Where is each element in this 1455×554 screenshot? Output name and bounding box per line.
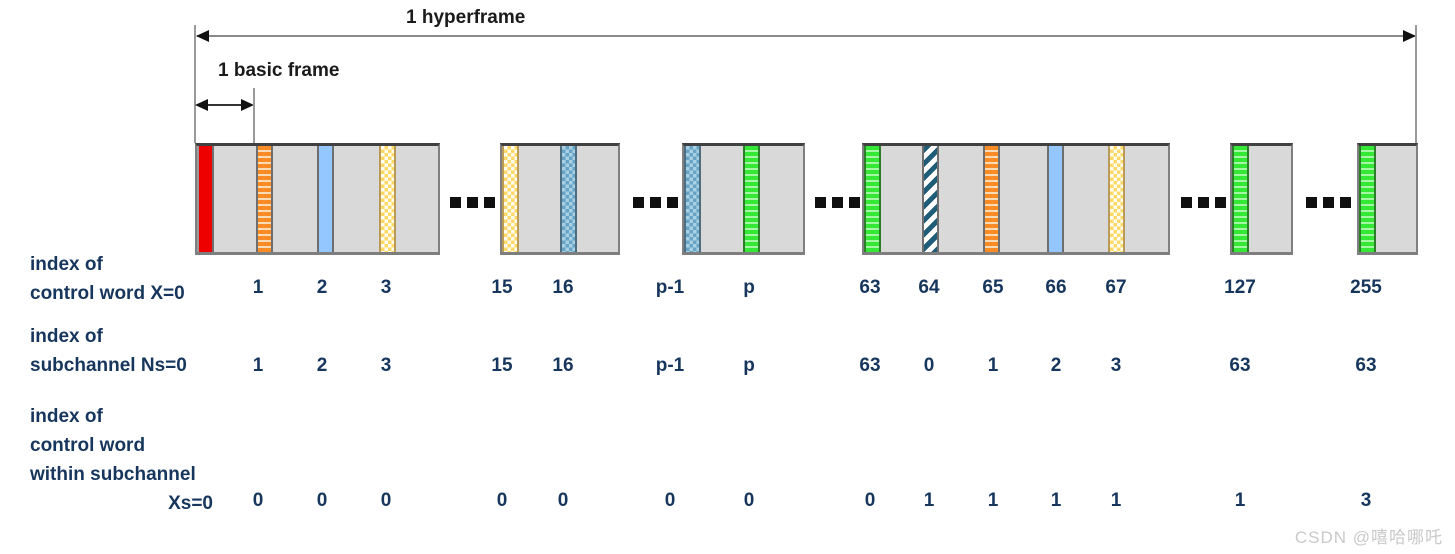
- stripe-blue-check: [684, 146, 701, 252]
- index-within-value: 0: [864, 490, 876, 511]
- basic-frame-group: [500, 143, 620, 255]
- index-subchannel-value: 63: [1229, 355, 1251, 376]
- row-label-line: Xs=0: [168, 493, 213, 514]
- basic-frame-group: [1230, 143, 1293, 255]
- stripe-orange: [983, 146, 1000, 252]
- row-label-line: index of: [30, 406, 103, 427]
- ellipsis-dots: [450, 197, 495, 208]
- row-label-line: index of: [30, 254, 103, 275]
- index-control-word-value: 66: [1045, 277, 1067, 298]
- index-within-value: 0: [380, 490, 392, 511]
- index-control-word-value: 16: [552, 277, 574, 298]
- stripe-red: [197, 146, 214, 252]
- row-label-line: subchannel Ns=0: [30, 355, 187, 376]
- index-within-value: 0: [664, 490, 676, 511]
- ellipsis-dots: [1181, 197, 1226, 208]
- index-within-value: 1: [1110, 490, 1122, 511]
- index-control-word-value: 65: [982, 277, 1004, 298]
- index-within-value: 0: [496, 490, 508, 511]
- index-control-word-value: 1: [252, 277, 264, 298]
- basic-frame-label: 1 basic frame: [218, 60, 340, 81]
- stripe-green: [864, 146, 881, 252]
- hyperframe-right-boundary-line: [1415, 25, 1417, 143]
- watermark: CSDN @嘻哈哪吒: [1294, 528, 1443, 547]
- stripe-yellow: [1108, 146, 1125, 252]
- index-subchannel-value: 3: [380, 355, 392, 376]
- index-control-word-value: 67: [1105, 277, 1127, 298]
- row-label-line: index of: [30, 326, 103, 347]
- index-subchannel-value: 2: [1050, 355, 1062, 376]
- index-control-word-value: 63: [859, 277, 881, 298]
- index-subchannel-value: p: [743, 355, 755, 376]
- hyperframe-left-boundary-line: [194, 25, 196, 143]
- row-label-within-subchannel: index of control word within subchannel …: [30, 402, 213, 518]
- basic-frame-arrowhead-right: [241, 99, 254, 111]
- stripe-diagonal-blue: [922, 146, 939, 252]
- row-label-control-word: index of control word X=0: [30, 250, 185, 308]
- index-within-value: 0: [743, 490, 755, 511]
- index-control-word-value: 3: [380, 277, 392, 298]
- index-within-value: 0: [252, 490, 264, 511]
- row-label-line: control word: [30, 435, 146, 456]
- ellipsis-dots: [1306, 197, 1351, 208]
- index-subchannel-value: 16: [552, 355, 574, 376]
- index-control-word-value: 64: [918, 277, 940, 298]
- index-control-word-value: 2: [316, 277, 328, 298]
- stripe-orange: [256, 146, 273, 252]
- index-within-value: 1: [923, 490, 935, 511]
- basic-frame-group: [195, 143, 440, 255]
- index-within-value: 1: [1050, 490, 1062, 511]
- ellipsis-dots: [815, 197, 860, 208]
- index-control-word-value: p: [743, 277, 755, 298]
- index-within-value: 3: [1360, 490, 1372, 511]
- stripe-green: [743, 146, 760, 252]
- basic-frame-group: [862, 143, 1170, 255]
- basic-frame-arrowhead-left: [195, 99, 208, 111]
- index-subchannel-value: 1: [252, 355, 264, 376]
- stripe-blue-check: [560, 146, 577, 252]
- index-subchannel-value: 63: [1355, 355, 1377, 376]
- basic-frame-arrow-line: [198, 104, 252, 106]
- basic-frame-group: [682, 143, 805, 255]
- row-label-line: control word X=0: [30, 283, 185, 304]
- ellipsis-dots: [633, 197, 678, 208]
- index-control-word-value: 15: [491, 277, 513, 298]
- index-within-value: 1: [1234, 490, 1246, 511]
- index-control-word-value: p-1: [655, 277, 685, 298]
- index-subchannel-value: 2: [316, 355, 328, 376]
- row-label-subchannel: index of subchannel Ns=0: [30, 322, 187, 380]
- index-subchannel-value: 1: [987, 355, 999, 376]
- index-subchannel-value: p-1: [655, 355, 685, 376]
- index-subchannel-value: 15: [491, 355, 513, 376]
- index-control-word-value: 127: [1224, 277, 1256, 298]
- hyperframe-arrowhead-right: [1403, 30, 1416, 42]
- basic-frame-group: [1357, 143, 1418, 255]
- index-within-value: 1: [987, 490, 999, 511]
- stripe-green: [1232, 146, 1249, 252]
- index-within-value: 0: [316, 490, 328, 511]
- row-label-line: within subchannel: [30, 464, 196, 485]
- index-within-value: 0: [557, 490, 569, 511]
- index-subchannel-value: 63: [859, 355, 881, 376]
- stripe-light-blue: [317, 146, 334, 252]
- basic-frame-boundary-line: [253, 88, 255, 143]
- hyperframe-arrow-line: [197, 35, 1416, 37]
- hyperframe-arrowhead-left: [196, 30, 209, 42]
- index-subchannel-value: 3: [1110, 355, 1122, 376]
- stripe-green: [1359, 146, 1376, 252]
- index-control-word-value: 255: [1350, 277, 1382, 298]
- stripe-light-blue: [1047, 146, 1064, 252]
- index-subchannel-value: 0: [923, 355, 935, 376]
- hyperframe-label: 1 hyperframe: [406, 7, 526, 28]
- stripe-yellow: [379, 146, 396, 252]
- stripe-yellow: [502, 146, 519, 252]
